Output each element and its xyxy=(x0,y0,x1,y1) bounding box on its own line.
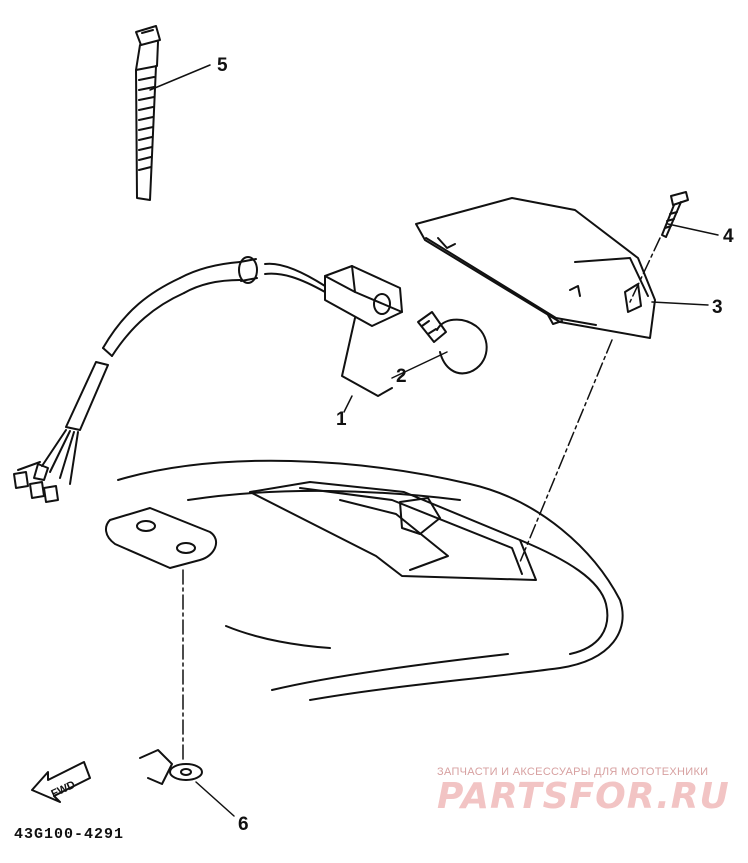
callout-3: 3 xyxy=(712,297,723,318)
fwd-arrow xyxy=(31,761,91,803)
callout-5: 5 xyxy=(217,55,228,76)
lens-cover xyxy=(415,197,656,339)
fwd-label: FWD xyxy=(49,779,77,800)
socket-harness xyxy=(13,256,403,503)
screw xyxy=(661,191,689,238)
callout-6: 6 xyxy=(238,814,249,835)
leader-lines xyxy=(149,64,719,817)
tab-washer xyxy=(105,507,218,785)
callout-1: 1 xyxy=(336,409,347,430)
cable-tie xyxy=(135,25,161,201)
watermark-logo: PARTSFOR.RU xyxy=(437,776,730,817)
callout-4: 4 xyxy=(723,226,734,247)
callout-2: 2 xyxy=(396,366,407,387)
assembly-lines xyxy=(182,237,661,761)
bulb xyxy=(417,311,488,375)
fender-outline xyxy=(117,459,624,701)
watermark-tagline: ЗАПЧАСТИ И АКСЕССУАРЫ ДЛЯ МОТОТЕХНИКИ xyxy=(437,766,709,778)
diagram-code: 43G100-4291 xyxy=(14,826,125,843)
